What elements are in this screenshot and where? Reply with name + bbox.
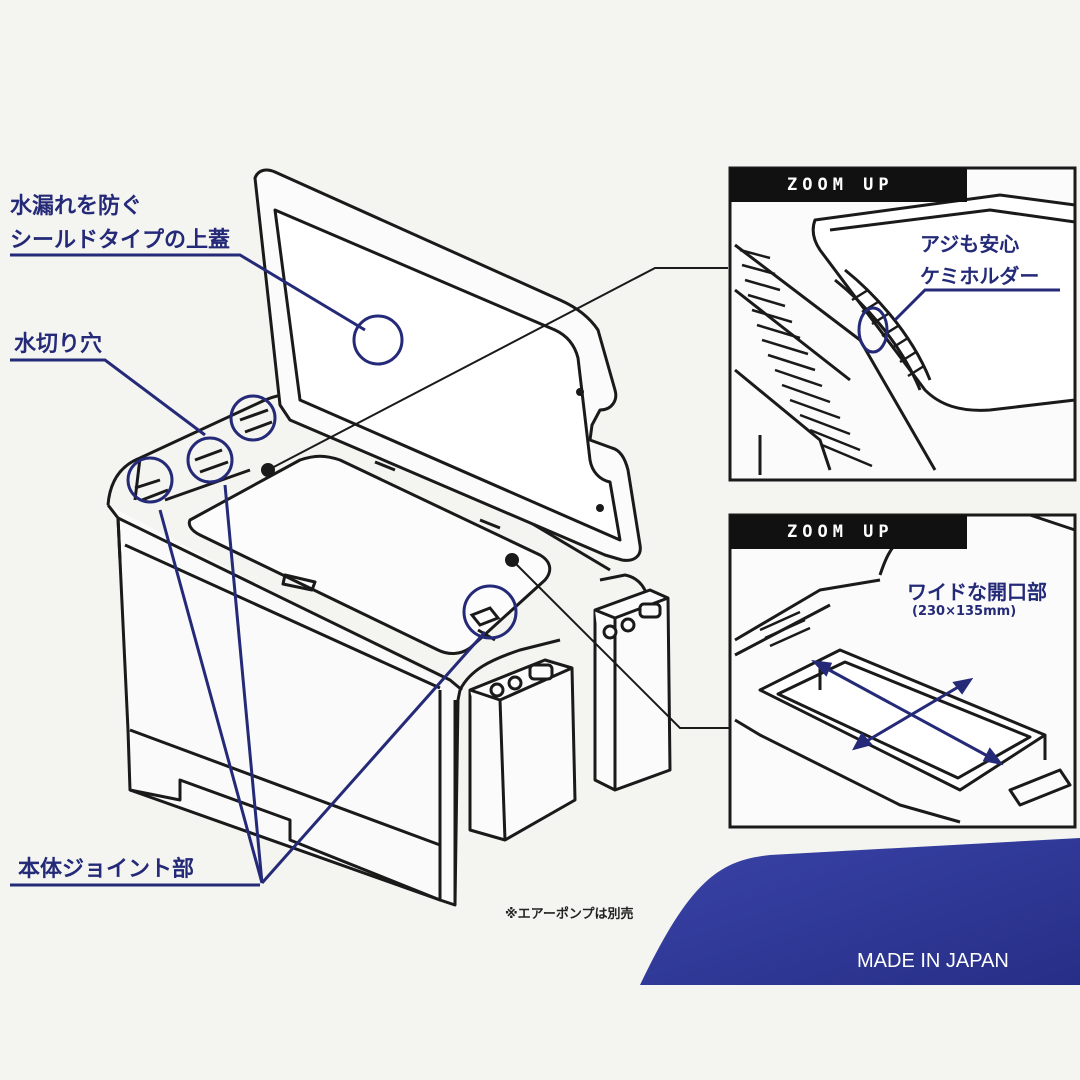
lid-circle xyxy=(352,314,404,366)
callout-lines xyxy=(10,253,518,887)
made-in-japan-text: MADE IN JAPAN xyxy=(857,950,1009,972)
zoom-up-tag-top: ZOOM UP xyxy=(735,168,967,202)
air-pump-note: ※エアーポンプは別売 xyxy=(505,907,634,922)
zoom-panel-top xyxy=(728,166,1077,482)
drain-holes xyxy=(134,408,273,502)
lid-label-line1: 水漏れを防ぐ xyxy=(10,194,143,219)
body-joint-label: 本体ジョイント部 xyxy=(18,857,195,882)
zoom-connectors xyxy=(261,267,730,729)
drain-holes-label: 水切り穴 xyxy=(14,332,103,357)
top-lid xyxy=(253,168,642,562)
pump-holders xyxy=(468,588,672,842)
opening-size-label: (230×135mm) xyxy=(912,604,1017,619)
inner-lid xyxy=(187,454,552,655)
zoom-up-tag-bottom: ZOOM UP xyxy=(735,515,967,549)
lid-label-line2: シールドタイプの上蓋 xyxy=(10,228,231,253)
blue-banner xyxy=(640,838,1080,985)
chemi-holder-label-line2: ケミホルダー xyxy=(920,264,1040,288)
wide-opening-label: ワイドな開口部 xyxy=(907,580,1047,604)
chemi-holder-label-line1: アジも安心 xyxy=(920,232,1020,256)
zoom-panel-bottom xyxy=(728,513,1077,829)
